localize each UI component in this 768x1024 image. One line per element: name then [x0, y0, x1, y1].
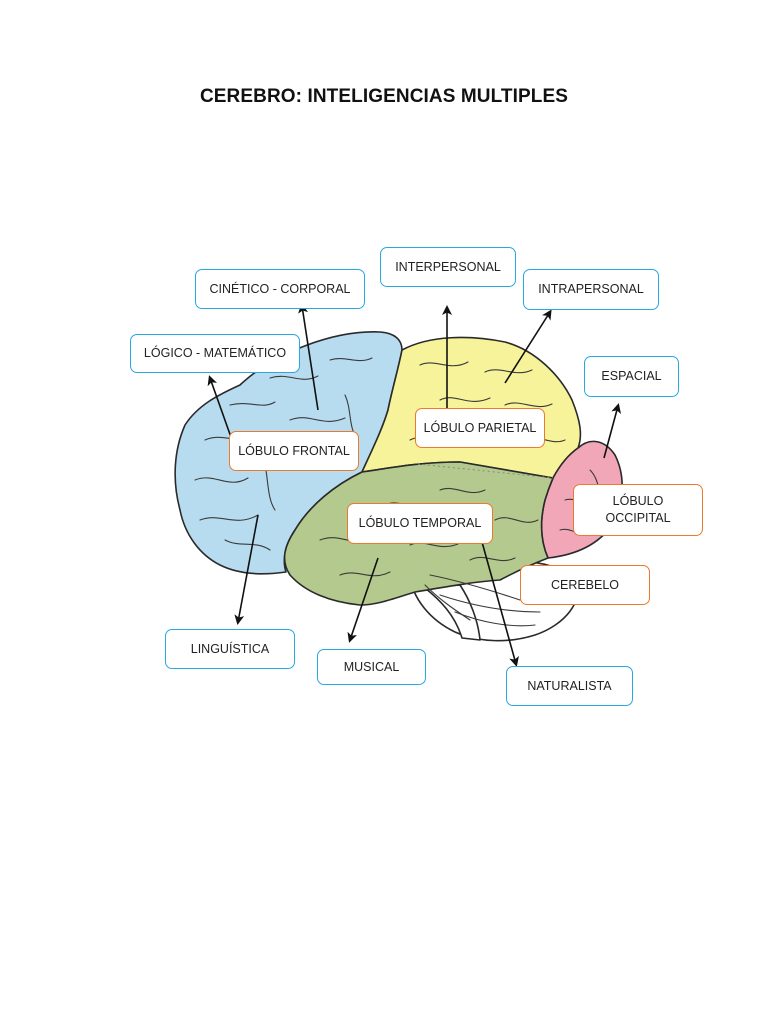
arrows: [207, 303, 622, 667]
label-linguistica: LINGUÍSTICA: [165, 629, 295, 669]
label-naturalista: NATURALISTA: [506, 666, 633, 706]
label-cerebelo: CEREBELO: [520, 565, 650, 605]
arrow-musical: [347, 557, 379, 643]
label-logico-matematico: LÓGICO - MATEMÁTICO: [130, 334, 300, 373]
arrow-cinetico: [298, 303, 319, 411]
arrow-naturalista: [481, 541, 519, 667]
brain-stem: [424, 584, 481, 641]
label-interpersonal: INTERPERSONAL: [380, 247, 516, 287]
label-musical: MUSICAL: [317, 649, 426, 685]
label-cinetico-corporal: CINÉTICO - CORPORAL: [195, 269, 365, 309]
label-intrapersonal: INTRAPERSONAL: [523, 269, 659, 310]
label-lobulo-temporal: LÓBULO TEMPORAL: [347, 503, 493, 544]
arrow-intrapersonal: [504, 309, 552, 384]
arrow-espacial: [603, 403, 622, 459]
arrow-linguistica: [234, 514, 259, 625]
label-lobulo-parietal: LÓBULO PARIETAL: [415, 408, 545, 448]
page-title: CEREBRO: INTELIGENCIAS MULTIPLES: [199, 86, 569, 107]
label-lobulo-occipital: LÓBULO OCCIPITAL: [573, 484, 703, 536]
arrow-logico: [207, 375, 233, 441]
label-lobulo-frontal: LÓBULO FRONTAL: [229, 431, 359, 471]
label-espacial: ESPACIAL: [584, 356, 679, 397]
